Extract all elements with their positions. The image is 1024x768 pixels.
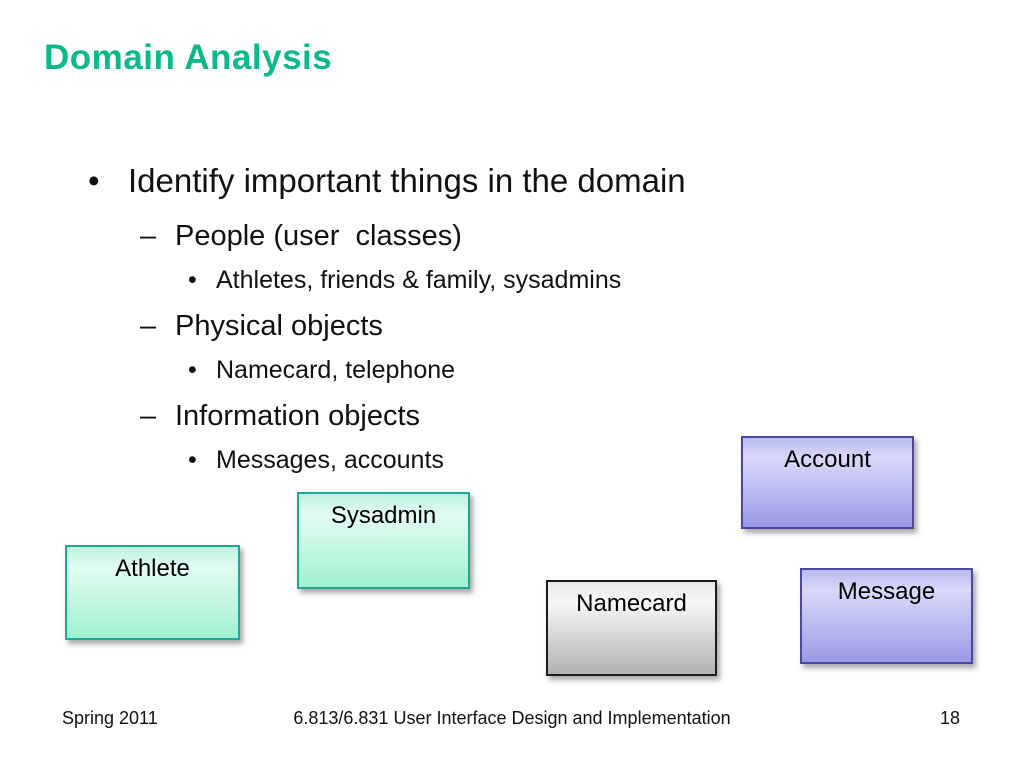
bullet-marker-icon: •	[188, 266, 197, 294]
diagram-box-namecard: Namecard	[546, 580, 717, 676]
bullet-text: People (user classes)	[175, 220, 462, 252]
footer-course-title: 6.813/6.831 User Interface Design and Im…	[293, 708, 731, 728]
bullet-line: • Messages, accounts	[188, 446, 444, 475]
bullet-text: Athletes, friends & family, sysadmins	[216, 266, 622, 294]
bullet-text: Namecard, telephone	[216, 356, 456, 384]
bullet-line: – Physical objects	[140, 310, 383, 343]
dash-marker-icon: –	[140, 310, 157, 342]
diagram-box-account: Account	[741, 436, 914, 529]
bullet-line: • Athletes, friends & family, sysadmins	[188, 266, 621, 295]
bullet-line: – Information objects	[140, 400, 420, 433]
bullet-text: Messages, accounts	[216, 446, 444, 474]
bullet-text: Information objects	[175, 400, 421, 432]
diagram-box-sysadmin: Sysadmin	[297, 492, 470, 589]
bullet-marker-icon: •	[188, 356, 197, 384]
dash-marker-icon: –	[140, 220, 157, 252]
bullet-text: Physical objects	[175, 310, 383, 342]
footer-page-number: 18	[939, 708, 960, 728]
bullet-marker-icon: •	[88, 162, 100, 199]
bullet-text: Identify important things in the domain	[128, 162, 686, 199]
diagram-box-message: Message	[800, 568, 973, 664]
slide-footer: Spring 2011 6.813/6.831 User Interface D…	[0, 708, 1024, 729]
diagram-box-athlete: Athlete	[65, 545, 240, 640]
bullet-marker-icon: •	[188, 446, 197, 474]
bullet-line: • Identify important things in the domai…	[88, 162, 686, 200]
slide-title: Domain Analysis	[44, 38, 333, 77]
bullet-line: • Namecard, telephone	[188, 356, 455, 385]
dash-marker-icon: –	[140, 400, 157, 432]
bullet-line: – People (user classes)	[140, 220, 462, 253]
footer-semester: Spring 2011	[62, 708, 158, 728]
